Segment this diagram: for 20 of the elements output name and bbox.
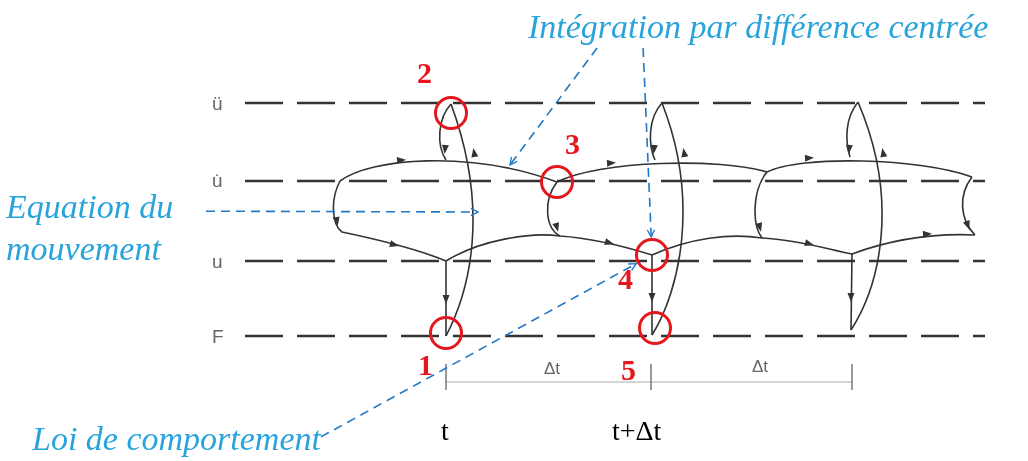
callout-number: 3 — [565, 128, 580, 160]
axis-label: F — [212, 325, 224, 349]
time-label: t — [441, 414, 449, 448]
leader-line — [205, 207, 479, 217]
time-label: t+Δt — [612, 414, 662, 448]
leader-line — [509, 47, 598, 166]
callout-number: 5 — [621, 354, 636, 386]
annotation-text: Equation du mouvement — [6, 187, 175, 269]
callout-number: 2 — [417, 57, 432, 89]
axis-label: u — [212, 250, 223, 274]
interval-label: Δt — [544, 358, 561, 380]
interval-label: Δt — [752, 356, 769, 378]
leader-line — [320, 262, 637, 438]
axis-label: ü — [212, 92, 223, 116]
callout-number: 1 — [418, 349, 433, 381]
axis-label: u̇ — [212, 169, 223, 193]
callout-number: 4 — [618, 263, 633, 295]
leader-line — [642, 47, 656, 238]
annotation-text: Intégration par différence centrée — [528, 7, 989, 47]
annotation-text: Loi de comportement — [32, 419, 321, 459]
